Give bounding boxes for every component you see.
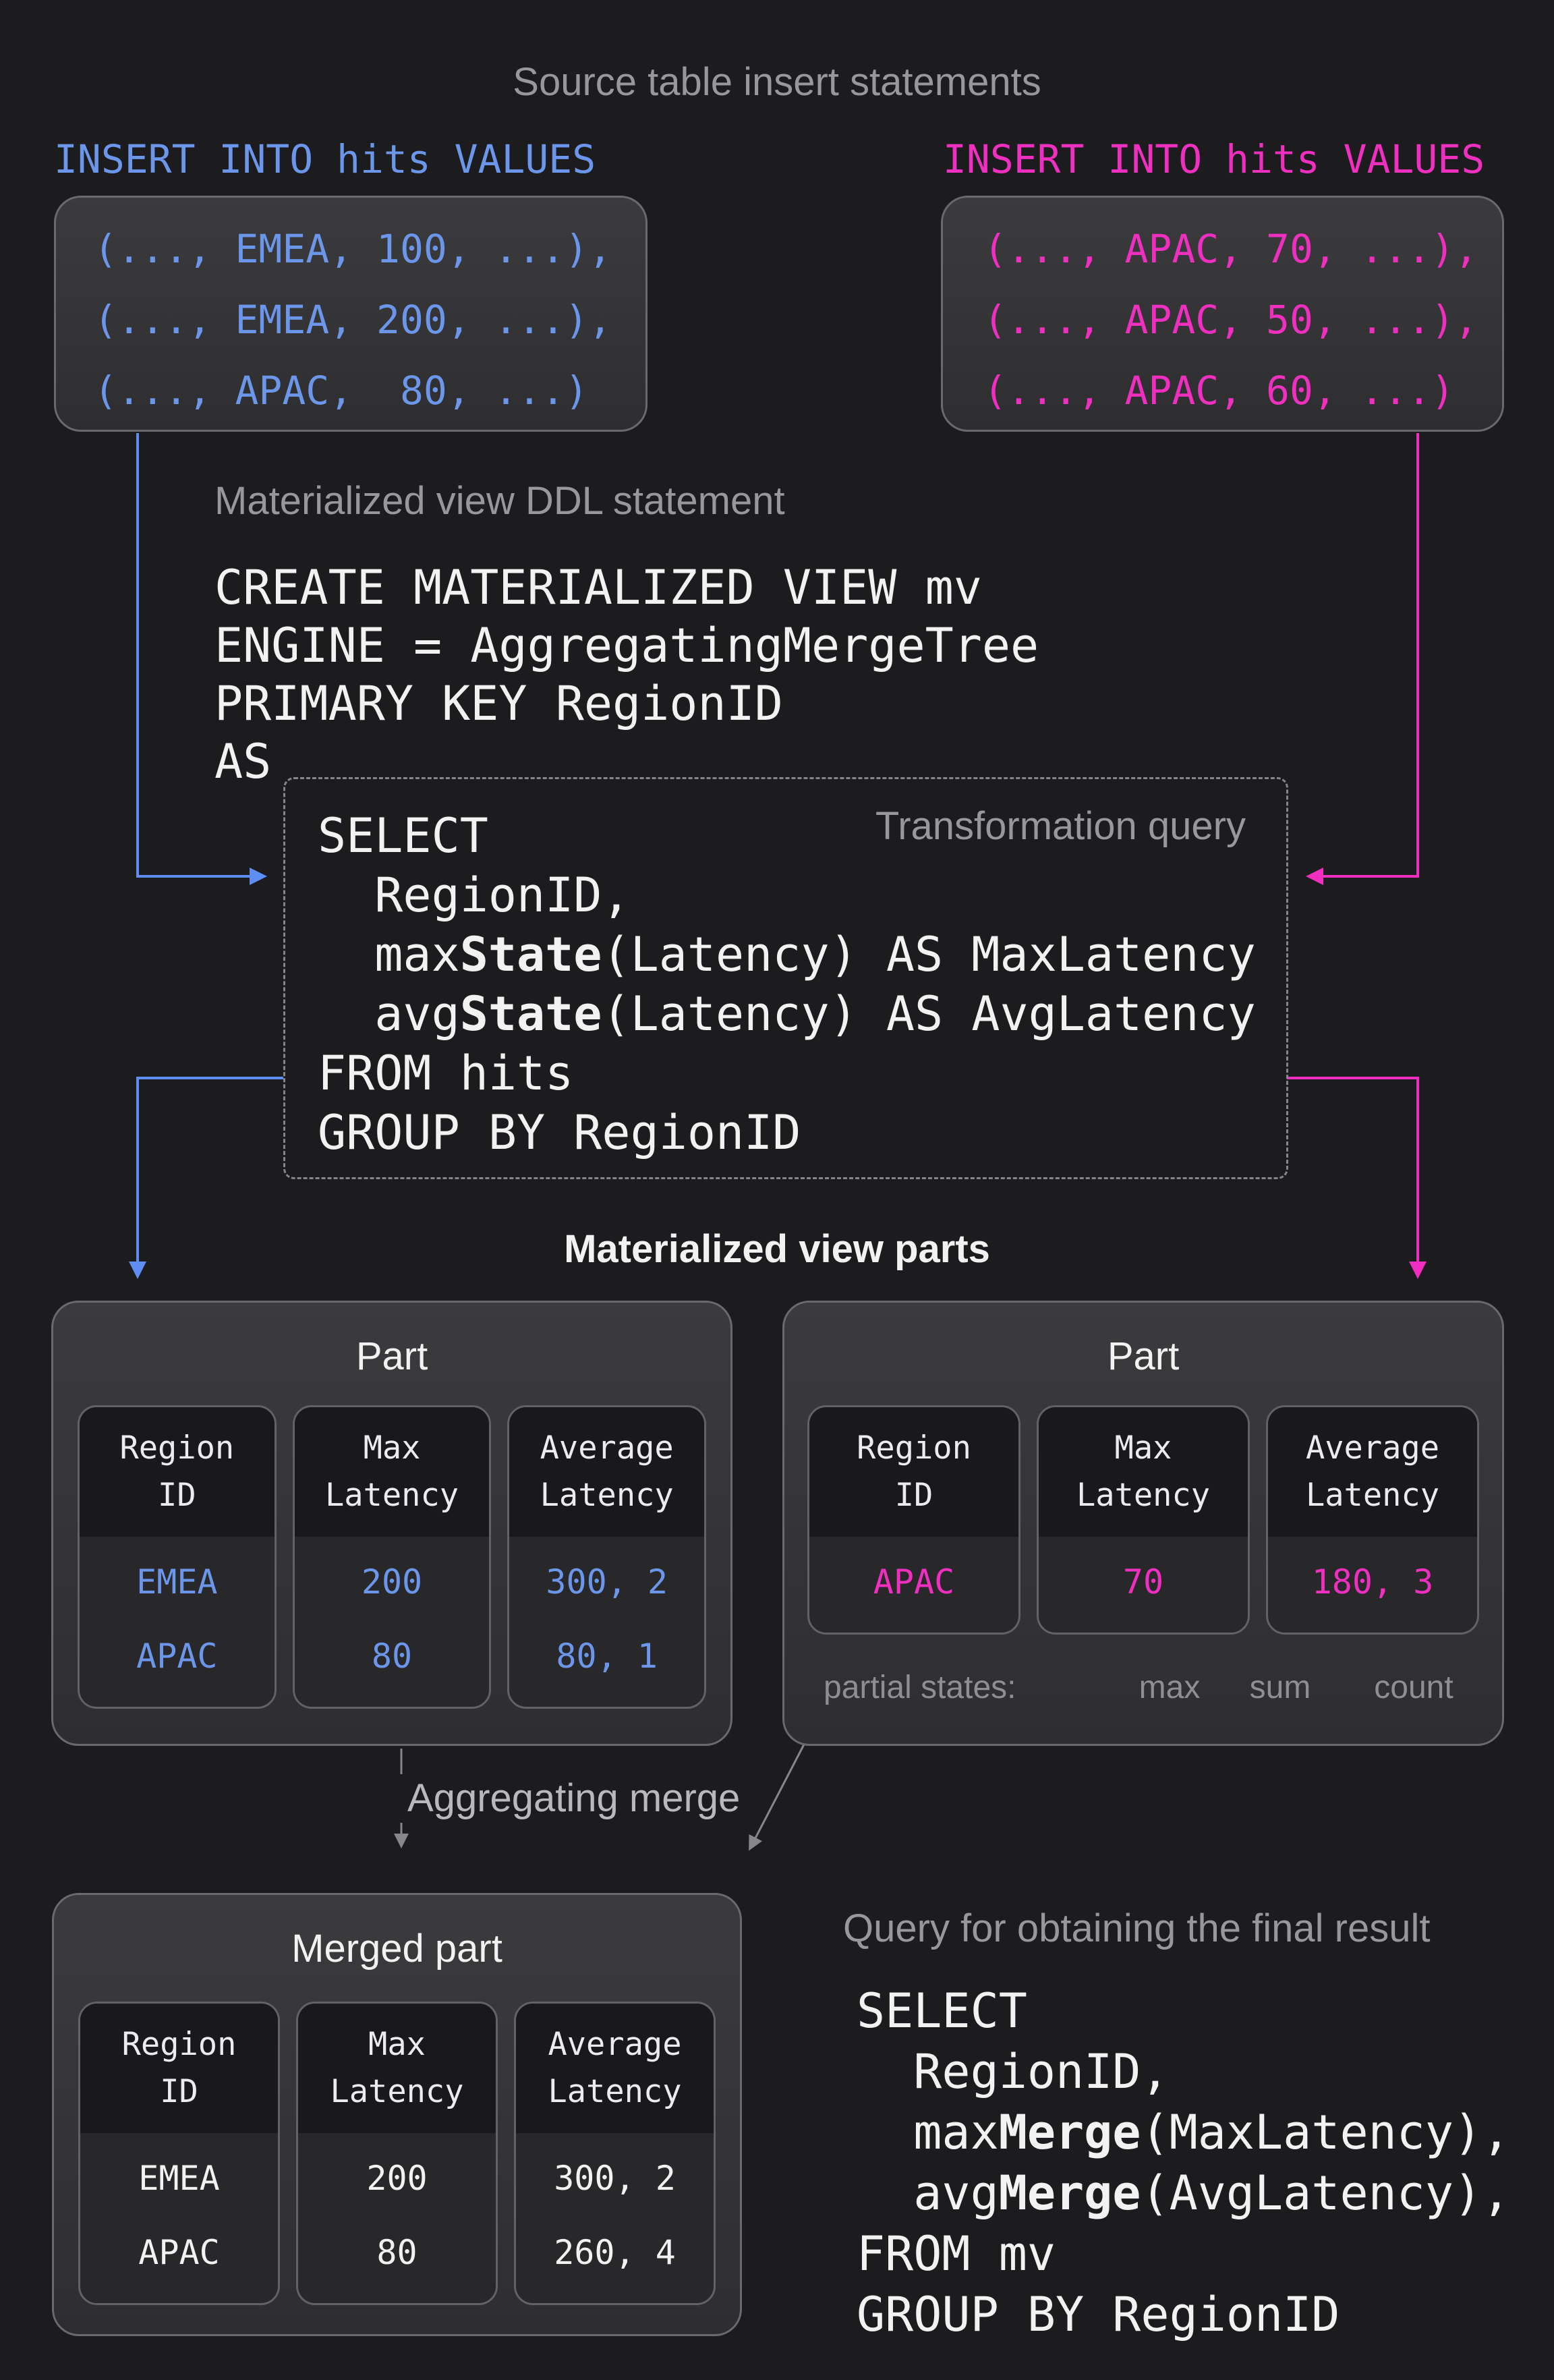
column-values: 200 80 [298, 2133, 496, 2303]
cell: 70 [1122, 1562, 1164, 1602]
cell: 300, 2 [546, 1562, 668, 1602]
column-values: 300, 2 260, 4 [516, 2133, 714, 2303]
page-title: Source table insert statements [513, 60, 1041, 104]
column-max-latency: Max Latency 200 80 [296, 2002, 498, 2305]
merged-part-box: Merged part Region ID EMEA APAC Max Late… [52, 1893, 742, 2336]
part-title: Part [355, 1334, 428, 1378]
ddl-code: CREATE MATERIALIZED VIEW mv ENGINE = Agg… [214, 559, 1039, 791]
column-values: EMEA APAC [80, 2133, 278, 2303]
insert-right-rows: (..., APAC, 70, ...), (..., APAC, 50, ..… [983, 214, 1478, 426]
code-line: avgState(Latency) AS AvgLatency [318, 986, 1256, 1042]
final-query-code: SELECT RegionID, maxMerge(MaxLatency), a… [857, 1981, 1510, 2345]
code-line: maxState(Latency) AS MaxLatency [318, 927, 1256, 982]
magenta-flow-arrow-into-transform [1306, 433, 1419, 885]
aggregating-merge-label: Aggregating merge [407, 1776, 741, 1820]
materialized-view-parts-label: Materialized view parts [564, 1227, 990, 1271]
cell: 80, 1 [556, 1637, 658, 1676]
code-line: GROUP BY RegionID [857, 2287, 1340, 2342]
cell: 260, 4 [554, 2233, 676, 2272]
cell: 200 [361, 1562, 423, 1602]
column-header: Region ID [80, 2004, 278, 2133]
column-region-id: Region ID APAC [807, 1405, 1020, 1635]
cell: 80 [371, 1637, 413, 1676]
cell: APAC [138, 2233, 220, 2272]
column-values: 70 [1039, 1537, 1248, 1633]
code-line: FROM hits [318, 1046, 574, 1101]
insert-left-label: INSERT INTO hits VALUES [54, 136, 596, 182]
cell: 200 [366, 2159, 428, 2198]
insert-row: (..., EMEA, 100, ...), [94, 226, 612, 272]
cell: 300, 2 [554, 2159, 676, 2198]
partial-state-count: count [1374, 1670, 1454, 1705]
insert-right-box: (..., APAC, 70, ...), (..., APAC, 50, ..… [941, 196, 1504, 432]
merged-columns: Region ID EMEA APAC Max Latency 200 80 A… [78, 2002, 716, 2305]
code-line: SELECT [857, 1983, 1027, 2039]
column-header: Region ID [80, 1407, 275, 1537]
column-header: Average Latency [516, 2004, 714, 2133]
column-max-latency: Max Latency 200 80 [292, 1405, 492, 1709]
cell: APAC [136, 1637, 218, 1676]
insert-row: (..., APAC, 70, ...), [983, 226, 1478, 272]
insert-left-box: (..., EMEA, 100, ...), (..., EMEA, 200, … [54, 196, 648, 432]
code-line: ENGINE = AggregatingMergeTree [214, 618, 1039, 673]
column-values: APAC [809, 1537, 1018, 1633]
column-header: Average Latency [509, 1407, 705, 1537]
insert-row: (..., APAC, 60, ...) [983, 368, 1455, 414]
code-line: PRIMARY KEY RegionID [214, 676, 783, 731]
cell: EMEA [136, 1562, 218, 1602]
code-line: FROM mv [857, 2226, 1056, 2282]
column-values: 200 80 [295, 1537, 490, 1707]
transformation-query-title: Transformation query [875, 804, 1246, 848]
merged-part-title: Merged part [291, 1927, 502, 1971]
column-average-latency: Average Latency 300, 2 260, 4 [514, 2002, 716, 2305]
merge-arrow-right-diagonal [749, 1743, 806, 1851]
part-title: Part [1107, 1334, 1180, 1378]
column-max-latency: Max Latency 70 [1037, 1405, 1250, 1635]
cell: APAC [873, 1562, 955, 1602]
column-region-id: Region ID EMEA APAC [78, 2002, 280, 2305]
transformation-query-box: Transformation query SELECT RegionID, ma… [283, 777, 1288, 1179]
column-header: Max Latency [298, 2004, 496, 2133]
ddl-title: Materialized view DDL statement [214, 479, 785, 523]
column-header: Max Latency [294, 1407, 490, 1537]
cell: EMEA [138, 2159, 220, 2198]
part-box-left: Part Region ID EMEA APAC Max Latency 200… [51, 1301, 732, 1746]
partial-state-sum: sum [1249, 1670, 1311, 1705]
code-line: RegionID, [857, 2044, 1170, 2099]
final-query-title: Query for obtaining the final result [843, 1906, 1431, 1950]
column-values: 180, 3 [1268, 1537, 1477, 1633]
partial-state-max: max [1139, 1670, 1201, 1705]
column-header: Average Latency [1268, 1407, 1477, 1537]
column-average-latency: Average Latency 180, 3 [1266, 1405, 1479, 1635]
part-box-right: Part Region ID APAC Max Latency 70 Avera… [782, 1301, 1504, 1746]
code-line: AS [214, 734, 272, 789]
insert-left-rows: (..., EMEA, 100, ...), (..., EMEA, 200, … [94, 214, 612, 426]
insert-right-label: INSERT INTO hits VALUES [943, 136, 1485, 182]
part-left-columns: Region ID EMEA APAC Max Latency 200 80 A… [78, 1405, 707, 1709]
column-header: Max Latency [1039, 1407, 1248, 1537]
code-line: GROUP BY RegionID [318, 1105, 801, 1160]
insert-row: (..., APAC, 80, ...) [94, 368, 589, 414]
column-header: Region ID [809, 1407, 1018, 1537]
transformation-query-code: SELECT RegionID, maxState(Latency) AS Ma… [318, 806, 1256, 1162]
column-values: EMEA APAC [80, 1537, 275, 1707]
code-line: maxMerge(MaxLatency), [857, 2105, 1511, 2160]
insert-row: (..., EMEA, 200, ...), [94, 297, 612, 343]
partial-states-label: partial states: [824, 1670, 1016, 1705]
cell: 180, 3 [1311, 1562, 1434, 1602]
part-right-columns: Region ID APAC Max Latency 70 Average La… [807, 1405, 1479, 1635]
column-average-latency: Average Latency 300, 2 80, 1 [507, 1405, 707, 1709]
cell: 80 [376, 2233, 418, 2272]
code-line: CREATE MATERIALIZED VIEW mv [214, 560, 982, 615]
code-line: RegionID, [318, 868, 631, 923]
code-line: SELECT [318, 808, 488, 863]
column-values: 300, 2 80, 1 [509, 1537, 704, 1707]
insert-row: (..., APAC, 50, ...), [983, 297, 1478, 343]
column-region-id: Region ID EMEA APAC [78, 1405, 277, 1709]
code-line: avgMerge(AvgLatency), [857, 2165, 1511, 2221]
